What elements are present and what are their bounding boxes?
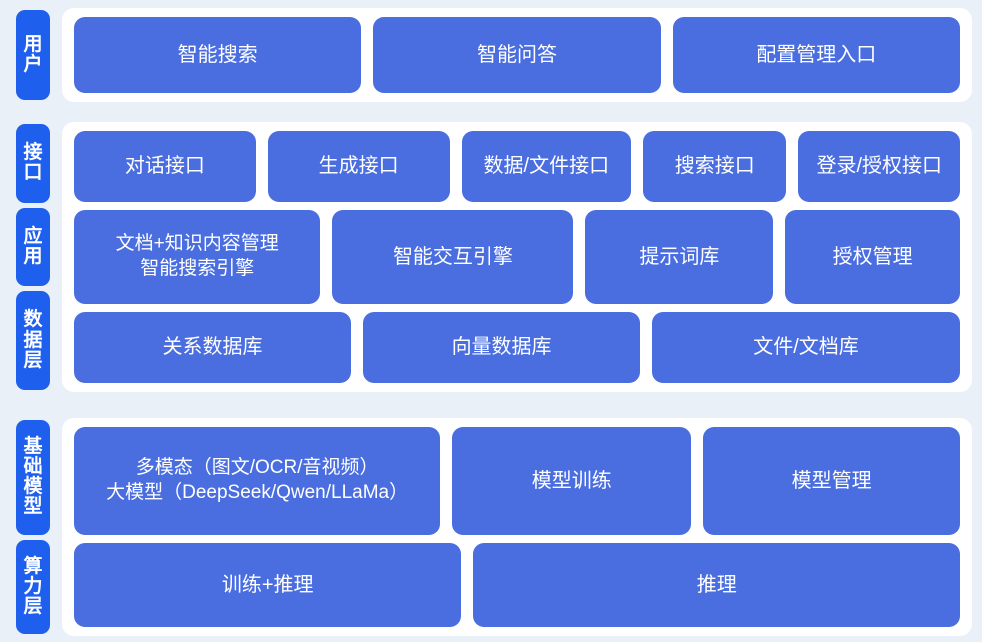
- card-search-interface[interactable]: 搜索接口: [643, 131, 787, 202]
- layer-tab-user[interactable]: 用户: [16, 10, 50, 100]
- user-entry-row: 智能搜索 智能问答 配置管理入口: [74, 17, 960, 93]
- band-foundation: 基础模型 算力层 多模态（图文/OCR/音视频） 大模型（DeepSeek/Qw…: [0, 414, 982, 640]
- interface-row: 对话接口 生成接口 数据/文件接口 搜索接口 登录/授权接口: [74, 131, 960, 202]
- card-data-file-interface[interactable]: 数据/文件接口: [461, 131, 632, 202]
- layer-tab-interface-label: 接口: [23, 142, 44, 184]
- card-training-and-inference[interactable]: 训练+推理: [74, 543, 462, 627]
- data-row: 关系数据库 向量数据库 文件/文档库: [74, 312, 960, 384]
- card-model-training[interactable]: 模型训练: [452, 427, 692, 536]
- tab-column-foundation: 基础模型 算力层: [0, 414, 62, 640]
- layer-tab-data[interactable]: 数据层: [16, 291, 50, 390]
- card-intelligent-search[interactable]: 智能搜索: [74, 17, 362, 93]
- layer-tab-foundation-model[interactable]: 基础模型: [16, 420, 50, 535]
- card-config-management-entry[interactable]: 配置管理入口: [672, 17, 960, 93]
- band-platform: 接口 应用 数据层 对话接口 生成接口 数据/文件接口 搜索接口 登录/授权接口…: [0, 118, 982, 396]
- card-vector-database[interactable]: 向量数据库: [363, 312, 641, 384]
- layer-tab-compute[interactable]: 算力层: [16, 539, 50, 634]
- tab-column-user: 用户: [0, 4, 62, 106]
- layer-tab-data-label: 数据层: [23, 309, 44, 371]
- card-relational-database[interactable]: 关系数据库: [74, 312, 352, 384]
- card-prompt-library[interactable]: 提示词库: [585, 209, 774, 305]
- application-row: 文档+知识内容管理 智能搜索引擎 智能交互引擎 提示词库 授权管理: [74, 209, 960, 305]
- card-authorization-management[interactable]: 授权管理: [785, 209, 960, 305]
- card-model-management[interactable]: 模型管理: [703, 427, 960, 536]
- layer-tab-user-label: 用户: [23, 33, 44, 75]
- tab-column-platform: 接口 应用 数据层: [0, 118, 62, 396]
- band-user: 用户 智能搜索 智能问答 配置管理入口: [0, 4, 982, 106]
- layer-tab-foundation-model-label: 基础模型: [23, 436, 44, 518]
- card-intelligent-interaction-engine[interactable]: 智能交互引擎: [332, 209, 574, 305]
- card-document-knowledge-management[interactable]: 文档+知识内容管理 智能搜索引擎: [74, 209, 321, 305]
- panel-foundation: 多模态（图文/OCR/音视频） 大模型（DeepSeek/Qwen/LLaMa）…: [62, 418, 972, 636]
- card-intelligent-qa[interactable]: 智能问答: [373, 17, 661, 93]
- card-multimodal-large-model[interactable]: 多模态（图文/OCR/音视频） 大模型（DeepSeek/Qwen/LLaMa）: [74, 427, 441, 536]
- card-inference[interactable]: 推理: [473, 543, 960, 627]
- layer-tab-interface[interactable]: 接口: [16, 124, 50, 203]
- card-file-document-repository[interactable]: 文件/文档库: [652, 312, 960, 384]
- panel-user: 智能搜索 智能问答 配置管理入口: [62, 8, 972, 102]
- layer-tab-application[interactable]: 应用: [16, 207, 50, 287]
- layer-tab-compute-label: 算力层: [23, 555, 44, 617]
- card-dialogue-interface[interactable]: 对话接口: [74, 131, 256, 202]
- panel-platform: 对话接口 生成接口 数据/文件接口 搜索接口 登录/授权接口 文档+知识内容管理…: [62, 122, 972, 392]
- compute-row: 训练+推理 推理: [74, 543, 960, 627]
- card-login-auth-interface[interactable]: 登录/授权接口: [798, 131, 960, 202]
- card-generation-interface[interactable]: 生成接口: [267, 131, 450, 202]
- model-row: 多模态（图文/OCR/音视频） 大模型（DeepSeek/Qwen/LLaMa）…: [74, 427, 960, 536]
- layer-tab-application-label: 应用: [23, 225, 44, 267]
